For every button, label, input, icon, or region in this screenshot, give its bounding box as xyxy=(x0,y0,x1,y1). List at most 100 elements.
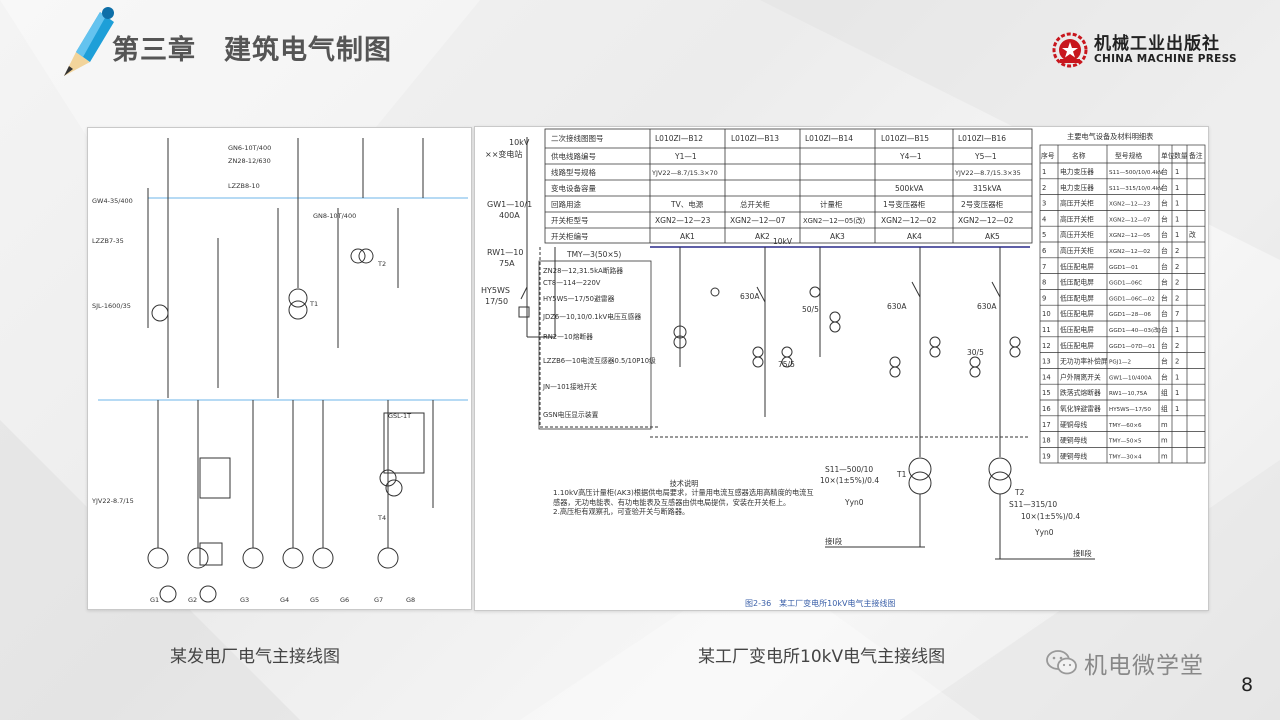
material-table-cell: 14 xyxy=(1042,373,1051,381)
table-cell: 总开关柜 xyxy=(740,199,770,209)
material-table-cell: 电力变压器 xyxy=(1060,183,1094,192)
material-table-cell: 1 xyxy=(1175,373,1179,381)
pencil-icon xyxy=(64,7,114,76)
table-header-2: L010ZI—B13 xyxy=(731,134,779,143)
material-table-cell: 3 xyxy=(1042,200,1046,208)
right-left-label-0: 10kV xyxy=(509,138,530,147)
left-label-9: T1 xyxy=(309,300,318,308)
left-label-11: T4 xyxy=(377,514,386,522)
material-table-cell: 低压配电屏 xyxy=(1060,278,1094,287)
material-table-cell: XGN2—12—23 xyxy=(1109,202,1151,208)
bus-name: TMY—3(50×5) xyxy=(566,250,621,259)
left-label-4: LZZB8-10 xyxy=(228,182,260,190)
tech-note-1: 1.10kV高压计量柜(AK3)根据供电局要求，计量用电流互感器选用高精度的电流… xyxy=(553,488,814,507)
table-cell: 315kVA xyxy=(973,184,1002,193)
table-cell: YJV22—8.7/15.3×35 xyxy=(954,169,1021,177)
material-table-cell: 12 xyxy=(1042,342,1051,350)
table-cell: Y5—1 xyxy=(974,152,997,161)
table-cell: 回路用途 xyxy=(551,199,581,209)
material-table-cell: 11 xyxy=(1042,326,1051,334)
material-table-cell: 组 xyxy=(1161,404,1168,413)
material-table-cell: 硬铜母线 xyxy=(1060,420,1087,429)
left-label-2: GN6-10T/400 xyxy=(228,144,271,152)
table-cell: 1号变压器柜 xyxy=(883,199,926,209)
right-left-label-7: 17/50 xyxy=(485,297,508,306)
material-table-cell: 组 xyxy=(1161,388,1168,397)
legend-item: JN—101接地开关 xyxy=(542,382,597,391)
table-cell: 变电设备容量 xyxy=(551,183,596,193)
wechat-watermark: 机电微学堂 xyxy=(1046,646,1204,680)
material-table-cell: 2 xyxy=(1042,184,1046,192)
material-table-cell: m xyxy=(1161,437,1168,445)
material-table-cell: 高压开关柜 xyxy=(1060,214,1094,223)
cable-label: 630A xyxy=(977,302,997,311)
tech-note-2: 2.高压柜有观察孔，可查验开关与断路器。 xyxy=(553,507,690,517)
table-cell: XGN2—12—23 xyxy=(655,216,711,225)
material-table-cell: 台 xyxy=(1161,230,1168,239)
material-table-cell: 户外隔离开关 xyxy=(1060,372,1101,381)
material-table-cell: 10 xyxy=(1042,310,1051,318)
material-table-cell: 19 xyxy=(1042,452,1051,460)
material-table-cell: 9 xyxy=(1042,294,1046,302)
right-left-label-5: 75A xyxy=(499,259,515,268)
page-title: 第三章 建筑电气制图 xyxy=(112,35,392,66)
machine-press-logo-icon xyxy=(1052,32,1088,68)
material-table-cell: 1 xyxy=(1175,389,1179,397)
power-plant-diagram-panel: GW4-35/400 LZZB7-35 GN6-10T/400 ZN28-12/… xyxy=(87,127,472,610)
material-table-cell: m xyxy=(1161,452,1168,460)
left-label-0: GW4-35/400 xyxy=(92,197,133,205)
left-label-12: G1 xyxy=(150,596,159,604)
watermark-text: 机电微学堂 xyxy=(1084,653,1204,679)
left-label-8: SJL-1600/35 xyxy=(92,302,131,310)
table-cell: 开关柜型号 xyxy=(551,215,589,225)
bus-voltage: 10kV xyxy=(773,237,793,246)
material-table-cell: 高压开关柜 xyxy=(1060,230,1094,239)
transformer-t1-name: T1 xyxy=(896,470,907,479)
mt-header: 数量 xyxy=(1174,151,1188,160)
material-table-cell: 2 xyxy=(1175,342,1179,350)
left-label-5: GN8-10T/400 xyxy=(313,212,356,220)
table-cell: 500kVA xyxy=(895,184,924,193)
material-table-cell: 低压配电屏 xyxy=(1060,262,1094,271)
right-left-label-2: GW1—10/1 xyxy=(487,200,532,209)
mt-header: 序号 xyxy=(1041,151,1055,160)
legend-item: RN2—10熔断器 xyxy=(543,332,593,341)
material-table-cell: 15 xyxy=(1042,389,1051,397)
left-label-18: G7 xyxy=(374,596,383,604)
material-table-cell: 低压配电屏 xyxy=(1060,293,1094,302)
material-table-cell: 低压配电屏 xyxy=(1060,309,1094,318)
table-cell: 开关柜编号 xyxy=(551,231,589,241)
material-table-cell: 高压开关柜 xyxy=(1060,246,1094,255)
table-cell: 2号变压器柜 xyxy=(961,199,1004,209)
page-number: 8 xyxy=(1241,674,1254,696)
material-table-cell: 跌落式熔断器 xyxy=(1060,388,1101,397)
left-label-13: G2 xyxy=(188,596,197,604)
cable-label: 630A xyxy=(740,292,760,301)
material-table-cell: 1 xyxy=(1175,326,1179,334)
table-cell: XGN2—12—05(改) xyxy=(803,216,866,225)
left-label-19: G8 xyxy=(406,596,415,604)
material-table-cell: GGD1—40—03(改) xyxy=(1109,326,1161,334)
table-cell: AK3 xyxy=(830,232,845,241)
left-label-7: YJV22-8.7/15 xyxy=(91,497,134,505)
material-table-cell: 18 xyxy=(1042,437,1051,445)
table-cell: Y1—1 xyxy=(674,152,697,161)
material-table-cell: 台 xyxy=(1161,357,1168,366)
material-table-cell: 氧化锌避雷器 xyxy=(1060,404,1101,413)
material-table-cell: 台 xyxy=(1161,278,1168,287)
material-table-cell: 改 xyxy=(1189,230,1196,239)
legend-item: GSN电压显示装置 xyxy=(543,410,599,419)
material-table-cell: GGD1—06C xyxy=(1109,281,1142,287)
material-table-cell: 台 xyxy=(1161,372,1168,381)
transformer-t2-name: T2 xyxy=(1014,488,1025,497)
material-table-cell: S11—315/10/0.4kV xyxy=(1109,186,1163,192)
legend-item: LZZB6—10电流互感器0.5/10P10级 xyxy=(543,356,656,365)
material-table-cell: XGN2—12—07 xyxy=(1109,217,1151,223)
material-table-cell: 2 xyxy=(1175,358,1179,366)
material-table-cell: 2 xyxy=(1175,279,1179,287)
material-table-cell: RW1—10,75A xyxy=(1109,391,1147,397)
cable-label: 50/5 xyxy=(802,305,819,314)
table-cell: AK4 xyxy=(907,232,922,241)
cable-label: 30/5 xyxy=(967,348,984,357)
